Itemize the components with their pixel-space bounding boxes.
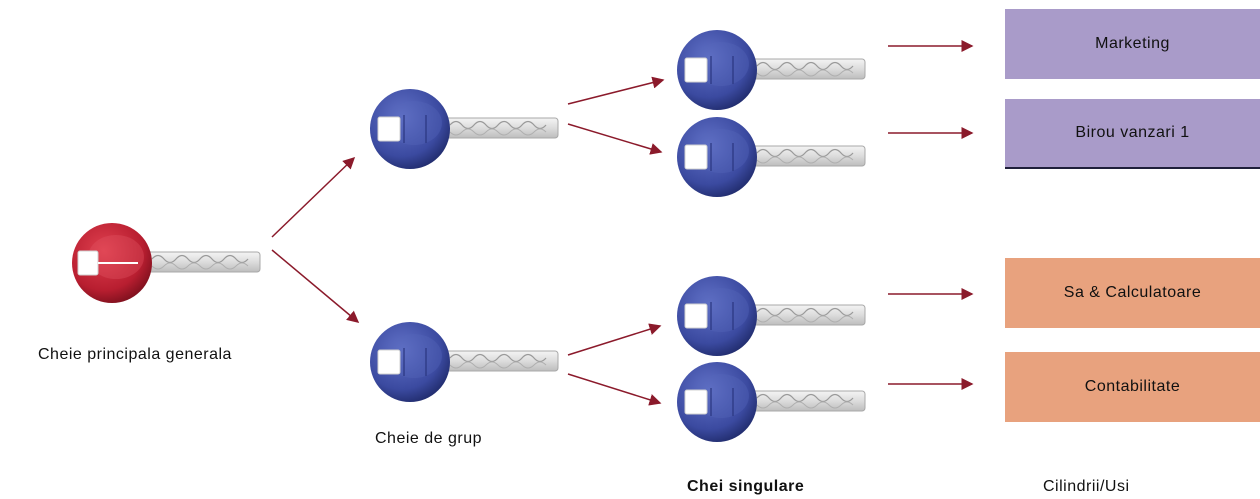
single-key-2-icon bbox=[677, 117, 865, 197]
master-key-label: Cheie principala generala bbox=[38, 346, 232, 363]
door-label: Birou vanzari 1 bbox=[1075, 124, 1190, 141]
group-key-label: Cheie de grup bbox=[375, 430, 483, 447]
group-key-1-icon bbox=[370, 89, 558, 169]
arrow-group1-to-key2 bbox=[567, 123, 663, 155]
group-key-2-icon bbox=[370, 322, 558, 402]
door-box-birou-vanzari: Birou vanzari 1 bbox=[1005, 99, 1260, 169]
arrow-master-to-group-bottom bbox=[271, 249, 360, 323]
single-key-4-icon bbox=[677, 362, 865, 442]
cylinders-label: Cilindrii/Usi bbox=[1043, 478, 1130, 495]
single-key-1-icon bbox=[677, 30, 865, 110]
door-box-sala-calculatoare: Sa & Calculatoare bbox=[1005, 258, 1260, 328]
door-label: Marketing bbox=[1095, 35, 1170, 52]
arrow-group1-to-key1 bbox=[567, 76, 665, 105]
arrow-master-to-group-top bbox=[271, 156, 356, 238]
door-label: Contabilitate bbox=[1084, 378, 1181, 395]
door-label: Sa & Calculatoare bbox=[1063, 284, 1202, 301]
arrow-group2-to-key3 bbox=[567, 323, 662, 356]
master-key-icon bbox=[72, 223, 260, 303]
single-keys-label: Chei singulare bbox=[687, 478, 805, 495]
door-box-marketing: Marketing bbox=[1005, 9, 1260, 79]
single-key-3-icon bbox=[677, 276, 865, 356]
arrow-group2-to-key4 bbox=[567, 373, 662, 406]
door-box-contabilitate: Contabilitate bbox=[1005, 352, 1260, 422]
